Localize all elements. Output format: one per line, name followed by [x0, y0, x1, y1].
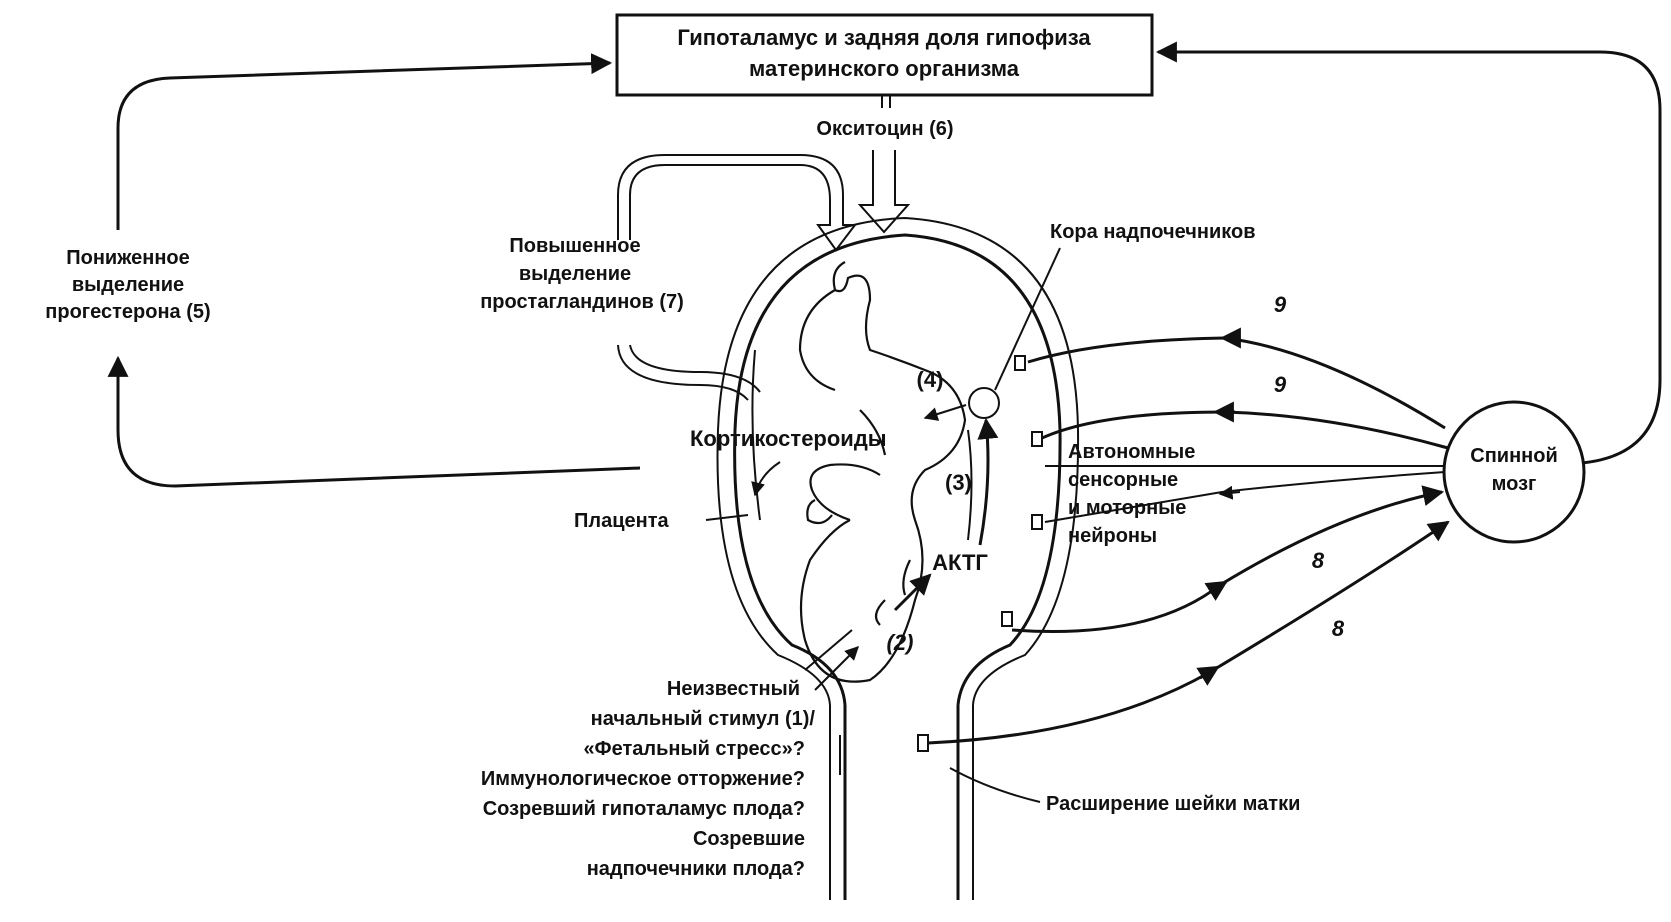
neurons-line3: и моторные: [1068, 497, 1186, 519]
neurons-line4: нейроны: [1068, 525, 1157, 547]
neurons-line1: Автономные: [1068, 441, 1195, 463]
spinal-cord: Спинной мозг: [1444, 402, 1584, 542]
hypothalamus-line1: Гипоталамус и задняя доля гипофиза: [677, 25, 1091, 50]
stimulus-line5: Созревший гипоталамус плода?: [483, 798, 805, 820]
stimulus-line1: Неизвестный: [667, 678, 800, 700]
oxytocin-arrow: Окситоцин (6): [816, 95, 953, 232]
step4-label: (4): [917, 367, 944, 392]
efferent-9b-label: 9: [1274, 372, 1287, 397]
afferent-8b-label: 8: [1332, 616, 1345, 641]
hypothalamus-line2: материнского организма: [749, 56, 1020, 81]
stimulus-line3: «Фетальный стресс»?: [583, 738, 805, 760]
step3-label: (3): [945, 470, 972, 495]
adrenal-cortex-callout: Кора надпочечников: [995, 221, 1256, 390]
fetal-adrenal-circle: [969, 388, 999, 418]
progesterone-line2: выделение: [72, 274, 184, 296]
progesterone-line3: прогестерона (5): [45, 301, 210, 323]
stimulus-line7: надпочечники плода?: [587, 858, 805, 880]
cervix-label: Расширение шейки матки: [1046, 793, 1300, 815]
oxytocin-label: Окситоцин (6): [816, 118, 953, 140]
spinal-cord-line1: Спинной: [1470, 445, 1558, 467]
step2-label: (2): [887, 630, 914, 655]
prostaglandins-line2: выделение: [519, 263, 631, 285]
efferent-9a-label: 9: [1274, 292, 1287, 317]
neurons-line2: сенсорные: [1068, 469, 1178, 491]
prostaglandins-line3: простагландинов (7): [480, 291, 684, 313]
neurons-label-group: Автономные сенсорные и моторные нейроны: [1068, 441, 1195, 547]
cervix-callout: Расширение шейки матки: [950, 768, 1300, 815]
spinal-cord-line2: мозг: [1492, 473, 1537, 495]
spinal-to-hypothalamus-loop: [1158, 52, 1660, 463]
corticosteroids-label: Кортикостероиды: [690, 426, 887, 451]
afferent-8a-label: 8: [1312, 548, 1325, 573]
adrenal-cortex-label: Кора надпочечников: [1050, 221, 1256, 243]
initial-stimulus-block: Неизвестный начальный стимул (1)/ «Фетал…: [481, 678, 816, 880]
hypothalamus-box: Гипоталамус и задняя доля гипофиза матер…: [617, 15, 1152, 95]
stimulus-line4: Иммунологическое отторжение?: [481, 768, 805, 790]
progesterone-line1: Пониженное: [66, 247, 190, 269]
prostaglandins-line1: Повышенное: [509, 235, 640, 257]
acth-label: АКТГ: [932, 550, 988, 575]
placenta-label: Плацента: [574, 510, 669, 532]
prostaglandins-arrow: Повышенное выделение простагландинов (7): [480, 155, 855, 400]
stimulus-line6: Созревшие: [693, 828, 805, 850]
stimulus-line2: начальный стимул (1)/: [591, 708, 816, 730]
